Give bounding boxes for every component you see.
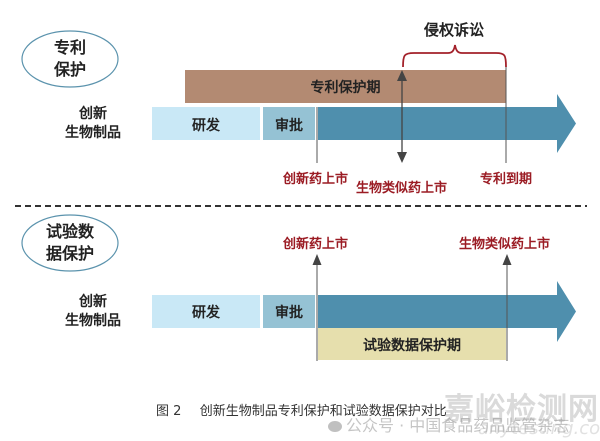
row-label-line2: 生物制品 — [65, 125, 121, 141]
watermark-url: anytesting.com — [478, 418, 600, 439]
watermark-brand: 嘉峪检测网 — [444, 392, 599, 427]
row-label-top: 创新 生物制品 — [38, 105, 148, 143]
rd-bar-top — [152, 107, 260, 140]
category-label-patent: 专利 保护 — [22, 37, 118, 81]
category-oval-patent — [21, 30, 119, 88]
approval-label-top: 审批 — [275, 118, 303, 134]
approval-label-bottom: 审批 — [275, 305, 303, 321]
figure-caption: 图 2 创新生物制品专利保护和试验数据保护对比 — [156, 400, 447, 419]
watermark-account: 公众号 · 中国食品药品监管杂志 — [328, 412, 569, 436]
category-oval-data — [21, 214, 119, 272]
litigation-label: 侵权诉讼 — [424, 21, 485, 39]
patent-period-label: 专利保护期 — [310, 80, 381, 96]
category-label-data: 试验数 据保护 — [22, 221, 118, 265]
litigation-brace — [402, 44, 507, 68]
approval-bar-top — [263, 107, 315, 140]
row-label-line1: 创新 — [79, 106, 107, 122]
data-protection-label: 试验数据保护期 — [363, 338, 461, 354]
category-label-line2: 据保护 — [45, 244, 94, 263]
rd-label-bottom: 研发 — [192, 305, 220, 321]
patent-period-bar — [185, 70, 506, 103]
row-label-line1: 创新 — [79, 294, 107, 310]
figure-title: 创新生物制品专利保护和试验数据保护对比 — [199, 404, 447, 419]
category-label-line1: 专利 — [53, 38, 86, 57]
watermark-account-text: 公众号 · 中国食品药品监管杂志 — [346, 416, 570, 435]
approval-bar-bottom — [263, 295, 315, 328]
biosimilar-launch-label-top: 生物类似药上市 — [356, 181, 448, 196]
category-label-line2: 保护 — [53, 60, 86, 79]
arrow-up-head-biosimilar — [502, 254, 512, 265]
arrow-up-head-innovator — [312, 254, 322, 265]
innovator-launch-label-top: 创新药上市 — [283, 172, 349, 187]
arrow-up-head — [397, 70, 407, 81]
rd-label-top: 研发 — [192, 118, 220, 134]
rd-bar-bottom — [152, 295, 260, 328]
biosimilar-launch-label-bottom: 生物类似药上市 — [459, 237, 551, 252]
innovator-launch-label-bottom: 创新药上市 — [283, 237, 349, 252]
patent-expiry-label: 专利到期 — [480, 172, 533, 187]
wechat-icon — [328, 421, 342, 432]
row-label-line2: 生物制品 — [65, 313, 121, 329]
arrow-down-head — [397, 152, 407, 163]
figure-number: 图 2 — [156, 404, 182, 419]
timeline-arrow-bottom — [318, 281, 576, 342]
data-protection-bar — [318, 328, 506, 360]
timeline-arrow-top — [318, 94, 576, 153]
row-label-bottom: 创新 生物制品 — [38, 293, 148, 331]
category-label-line1: 试验数 — [45, 222, 94, 241]
